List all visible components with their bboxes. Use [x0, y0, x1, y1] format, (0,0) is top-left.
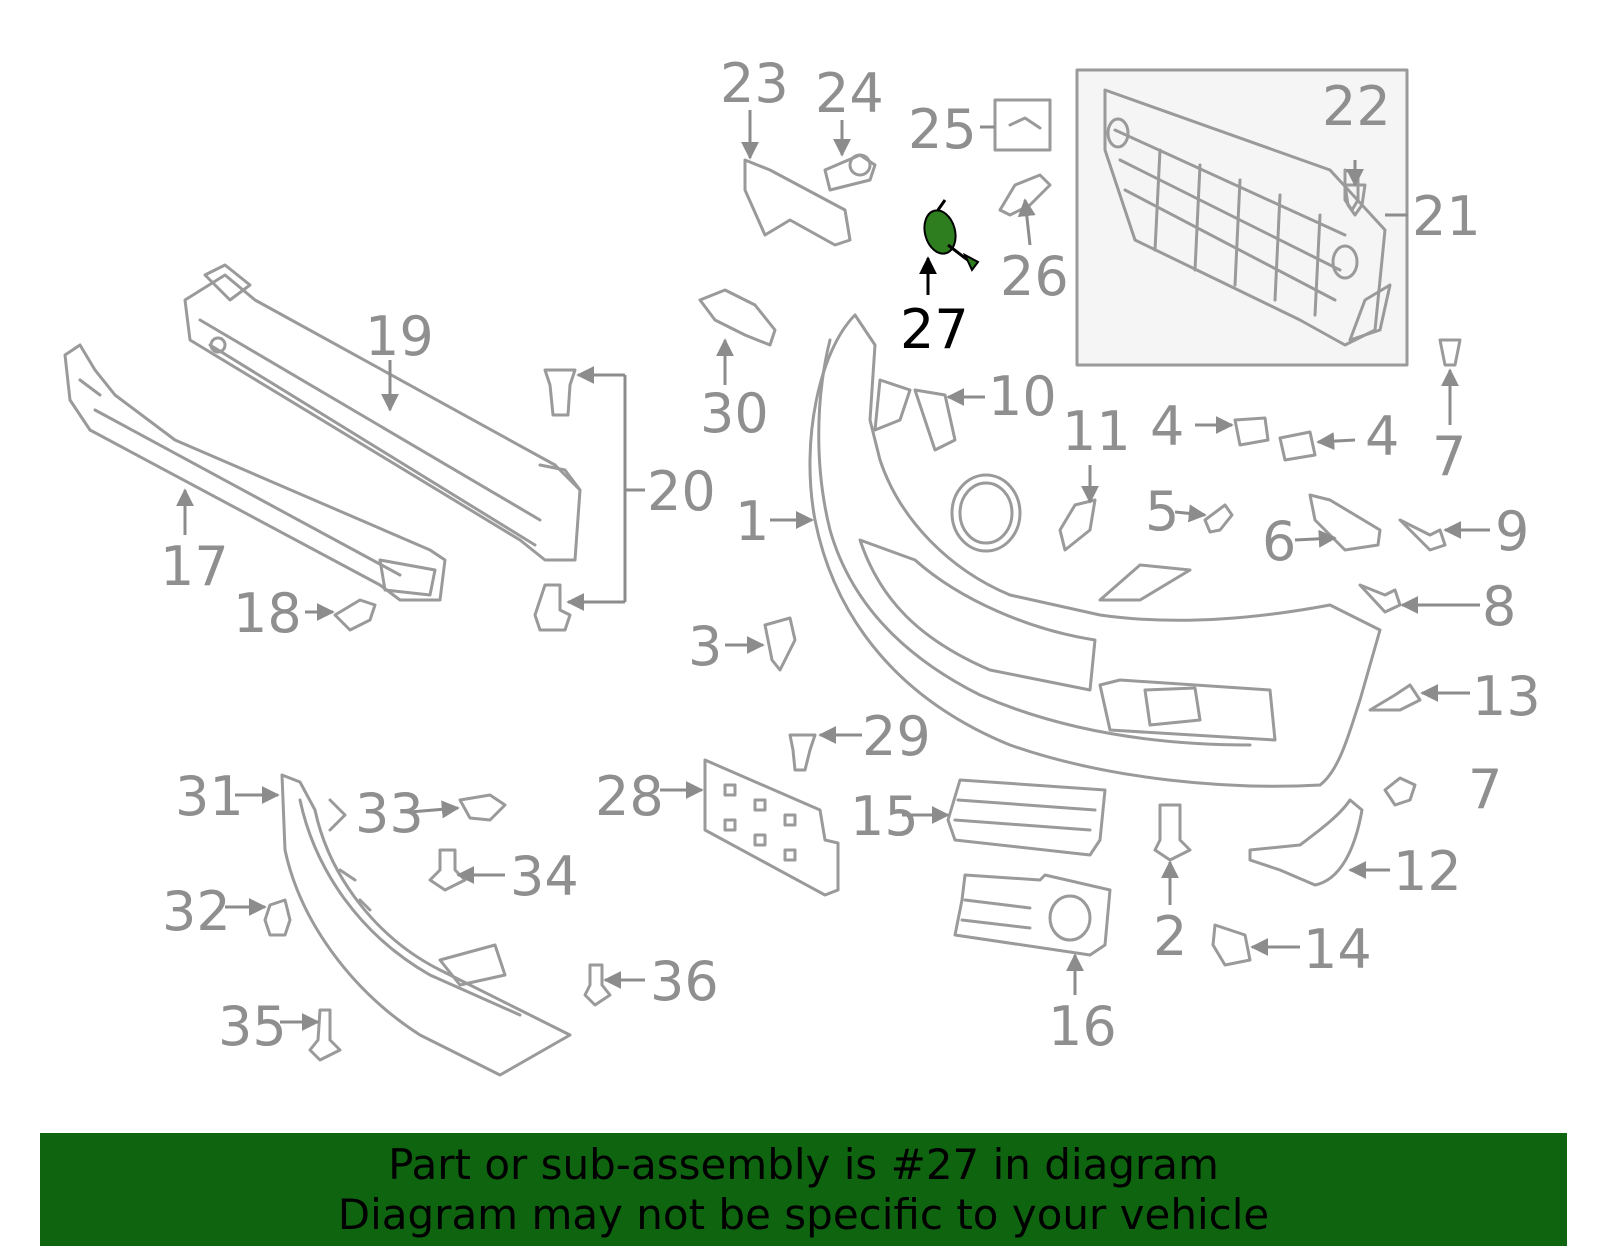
callout-31[interactable]: 31	[175, 765, 244, 828]
callout-36[interactable]: 36	[650, 950, 719, 1013]
callout-25[interactable]: 25	[908, 98, 977, 161]
info-banner: Part or sub-assembly is #27 in diagram D…	[40, 1133, 1567, 1246]
bolt-8	[1358, 583, 1402, 614]
bolt-13	[1368, 683, 1422, 712]
mount-bracket-23	[743, 158, 852, 247]
callout-11[interactable]: 11	[1062, 400, 1131, 463]
callout-1[interactable]: 1	[735, 490, 769, 553]
callout-2[interactable]: 2	[1153, 905, 1187, 968]
callout-33[interactable]: 33	[355, 782, 424, 845]
callout-29[interactable]: 29	[862, 705, 931, 768]
callout-10[interactable]: 10	[988, 365, 1057, 428]
callout-26[interactable]: 26	[1000, 245, 1069, 308]
bolt-2	[1153, 803, 1192, 862]
callout-24[interactable]: 24	[815, 62, 884, 125]
callout-23[interactable]: 23	[720, 52, 789, 115]
grille-inset-box	[1075, 68, 1409, 367]
callout-3[interactable]: 3	[688, 615, 722, 678]
callout-16[interactable]: 16	[1048, 995, 1117, 1058]
bolt-35	[308, 1008, 342, 1062]
push-pin-7-bottom	[1383, 776, 1417, 807]
reinforcement-beam	[183, 263, 582, 562]
callout-4-right[interactable]: 4	[1365, 405, 1399, 468]
grille-insert	[946, 778, 1107, 857]
callout-labels: 1 2 3 4 4 5 6 7 7 8 9 10 11 12 13 14 15 …	[160, 52, 1541, 1058]
bolt-36	[583, 963, 612, 1007]
callout-15[interactable]: 15	[850, 785, 919, 848]
banner-line-disclaimer: Diagram may not be specific to your vehi…	[337, 1189, 1270, 1239]
callout-4-left[interactable]: 4	[1150, 395, 1184, 458]
callout-5[interactable]: 5	[1145, 480, 1179, 543]
fog-lamp-bezel	[953, 873, 1112, 957]
label-25	[993, 98, 1052, 152]
callout-28[interactable]: 28	[595, 765, 664, 828]
callout-27[interactable]: 27	[900, 298, 969, 361]
nut-14	[1211, 923, 1252, 967]
callout-12[interactable]: 12	[1393, 840, 1462, 903]
lower-deflector	[280, 773, 572, 1077]
bracket-6	[1308, 493, 1382, 552]
callout-30[interactable]: 30	[700, 382, 769, 445]
bolts-20	[533, 368, 577, 632]
part-27-highlight[interactable]	[920, 199, 980, 272]
callout-32[interactable]: 32	[162, 880, 231, 943]
bolt-34	[428, 848, 467, 892]
bracket-10	[913, 388, 957, 452]
callout-9[interactable]: 9	[1495, 500, 1529, 563]
bracket-11	[1058, 498, 1097, 552]
leader-lines	[176, 110, 1490, 1031]
callout-17[interactable]: 17	[160, 535, 229, 598]
license-bracket	[703, 758, 840, 897]
bolt-24	[823, 153, 877, 192]
clip-26	[998, 173, 1052, 217]
banner-line-part: Part or sub-assembly is #27 in diagram	[388, 1139, 1219, 1189]
energy-absorber	[63, 343, 447, 602]
callout-6[interactable]: 6	[1262, 510, 1296, 573]
clip-18	[333, 598, 377, 632]
bolt-29	[788, 733, 817, 772]
callout-19[interactable]: 19	[365, 305, 434, 368]
callout-20[interactable]: 20	[647, 460, 716, 523]
clip-3	[763, 616, 797, 672]
callout-22[interactable]: 22	[1322, 75, 1391, 138]
callout-14[interactable]: 14	[1303, 918, 1372, 981]
callout-8[interactable]: 8	[1482, 575, 1516, 638]
callout-35[interactable]: 35	[218, 995, 287, 1058]
nut-33	[458, 793, 507, 822]
screw-5	[1203, 503, 1234, 534]
callout-18[interactable]: 18	[233, 582, 302, 645]
callout-13[interactable]: 13	[1472, 665, 1541, 728]
push-pin-7-top	[1438, 338, 1462, 367]
callout-34[interactable]: 34	[510, 845, 579, 908]
clips-4	[1233, 416, 1317, 462]
callout-7-top[interactable]: 7	[1432, 425, 1466, 488]
clip-32	[263, 898, 292, 937]
splash-shield-12	[1248, 798, 1364, 887]
callout-21[interactable]: 21	[1412, 185, 1481, 248]
bolt-9	[1398, 518, 1447, 552]
callout-7-bottom[interactable]: 7	[1468, 758, 1502, 821]
bumper-cover	[808, 313, 1382, 788]
sensor-30	[698, 288, 777, 347]
